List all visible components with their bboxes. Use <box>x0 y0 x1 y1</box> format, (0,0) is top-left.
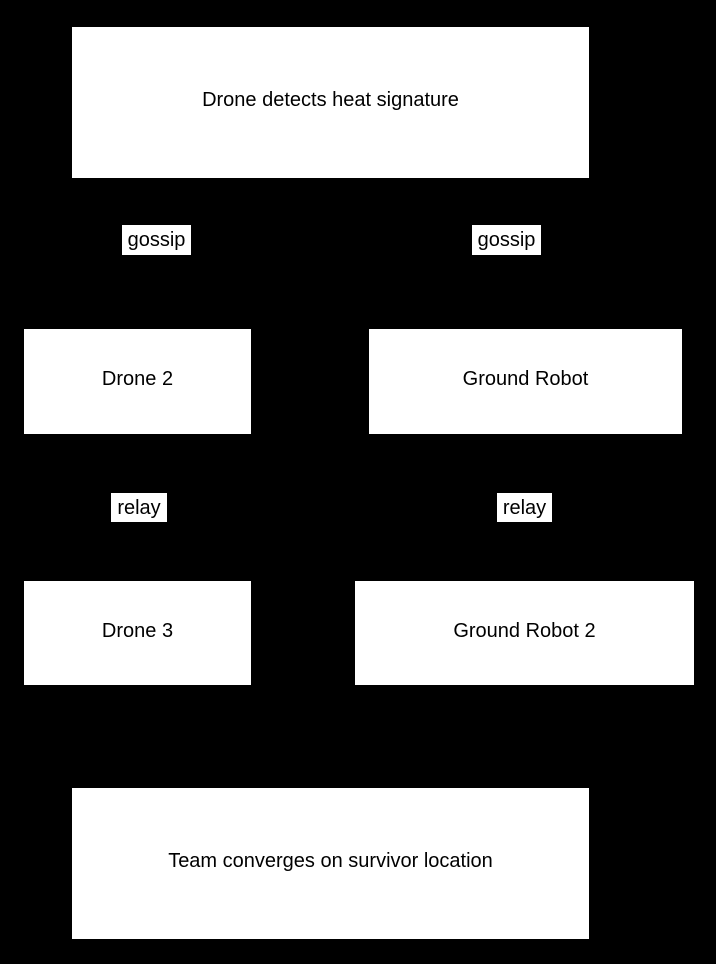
node-label: Drone 3 <box>101 620 174 642</box>
node-ground-robot-2[interactable]: Ground Robot 2 <box>355 581 694 685</box>
node-label: Drone 2 <box>101 368 174 390</box>
node-label: Team converges on survivor location <box>168 850 493 872</box>
node-drone-detects-heat-signature[interactable]: Drone detects heat signature <box>72 27 589 178</box>
node-label: Ground Robot <box>462 368 589 390</box>
edge-label-drone2-to-drone3: relay <box>111 493 167 522</box>
node-ground-robot[interactable]: Ground Robot <box>369 329 682 434</box>
node-drone-3[interactable]: Drone 3 <box>24 581 251 685</box>
edge-label-ground-to-ground2: relay <box>497 493 552 522</box>
node-label: Drone detects heat signature <box>202 89 459 111</box>
node-label: Ground Robot 2 <box>453 620 596 642</box>
edge-detect-to-ground <box>410 177 481 330</box>
node-team-converges-on-survivor-location[interactable]: Team converges on survivor location <box>72 788 589 939</box>
node-drone-2[interactable]: Drone 2 <box>24 329 251 434</box>
edge-drone3-to-converge <box>179 684 251 789</box>
edge-ground2-to-converge <box>410 684 481 789</box>
edge-label-detect-to-drone2: gossip <box>122 225 191 255</box>
edge-label-detect-to-ground: gossip <box>472 225 541 255</box>
